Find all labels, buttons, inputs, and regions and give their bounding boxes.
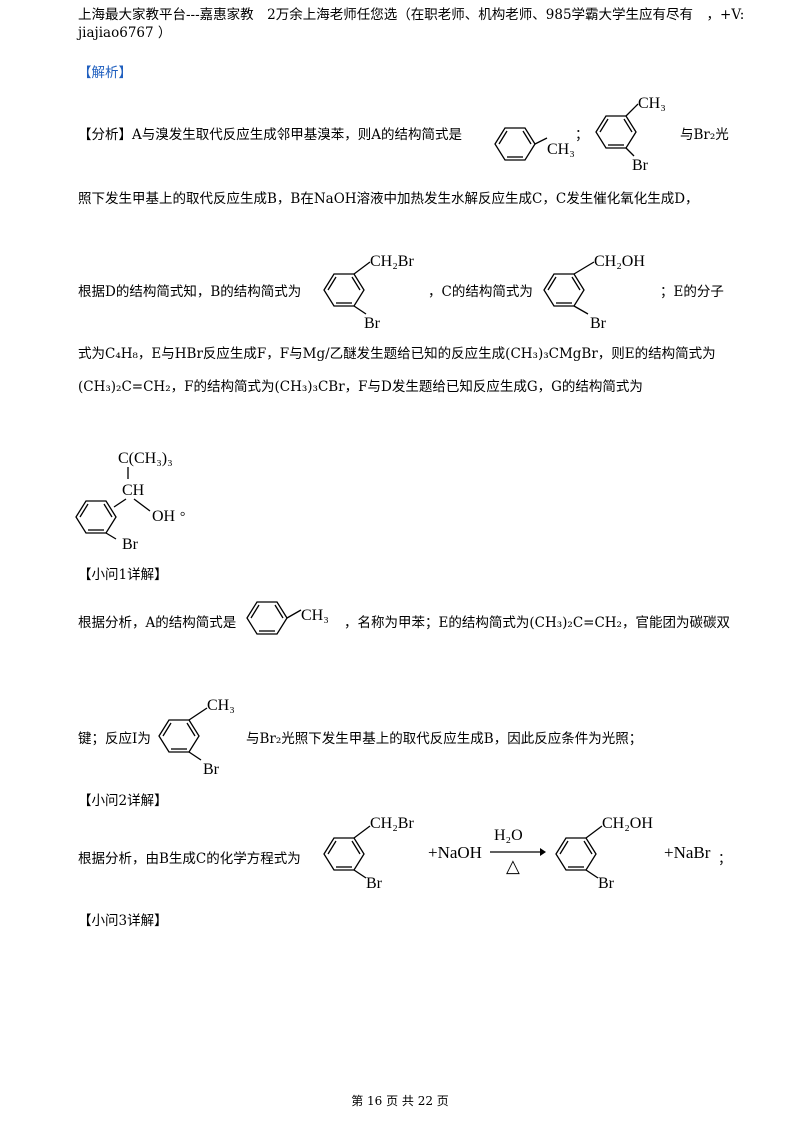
br-label: Br	[590, 315, 607, 332]
o-bromotoluene-structure-2: CH₃ Br	[158, 697, 235, 778]
page-footer: 第 16 页 共 22 页	[351, 1094, 449, 1108]
header-line-1: 上海最大家教平台---嘉惠家教 2万余上海老师任您选（在职老师、机构老师、985…	[78, 7, 745, 23]
ch2oh-label: CH₂OH	[602, 815, 653, 832]
plus-naoh: +NaOH	[428, 843, 482, 862]
c-structure-ch2oh: CH₂OH Br	[543, 253, 645, 332]
br-label: Br	[598, 875, 615, 892]
plus-nabr: +NaBr	[664, 843, 711, 862]
b-structure-ch2br: CH₂Br Br	[323, 253, 414, 332]
analysis-p6-end: 。	[180, 503, 194, 519]
g-structure: C(CH₃)₃ CH OH Br	[75, 450, 176, 553]
q2-heading: 【小问2详解】	[78, 793, 168, 809]
q1-heading: 【小问1详解】	[78, 567, 168, 583]
c-ch3-3-label: C(CH₃)₃	[118, 450, 173, 467]
o-bromotoluene-structure-1: CH₃ Br	[595, 95, 666, 174]
ch3-label: CH₃	[207, 697, 235, 714]
ch-label: CH	[122, 482, 145, 499]
ch3-label: CH₃	[301, 607, 329, 624]
ch3-label: CH₃	[638, 95, 666, 112]
analysis-p3-b: ，C的结构简式为	[428, 284, 533, 300]
analysis-p3-c: ；E的分子	[660, 284, 724, 300]
oh-label: OH	[152, 508, 176, 525]
section-label: 【解析】	[78, 65, 132, 81]
analysis-p1-b: 与Br₂光	[680, 127, 729, 143]
analysis-p1-sep: ；	[575, 127, 589, 143]
analysis-p5: (CH₃)₂C=CH₂，F的结构简式为(CH₃)₃CBr，F与D发生题给已知反应…	[78, 379, 643, 395]
br-label: Br	[203, 761, 220, 778]
q1-p2-b: 与Br₂光照下发生甲基上的取代反应生成B，因此反应条件为光照；	[246, 731, 643, 747]
q3-heading: 【小问3详解】	[78, 913, 168, 929]
q1-p2-a: 键；反应I为	[78, 731, 151, 747]
analysis-p3-a: 根据D的结构简式知，B的结构简式为	[78, 284, 302, 300]
q2-p1-a: 根据分析，由B生成C的化学方程式为	[78, 851, 301, 867]
br-label: Br	[632, 157, 649, 174]
br-label: Br	[366, 875, 383, 892]
arrow-condition-top: H₂O	[494, 827, 523, 844]
q2-end: ；	[718, 851, 732, 867]
analysis-p1-a: 【分析】A与溴发生取代反应生成邻甲基溴苯，则A的结构简式是	[78, 127, 462, 143]
header-line-2: jiajiao6767 ）	[78, 25, 172, 41]
analysis-p4: 式为C₄H₈，E与HBr反应生成F，F与Mg/乙醚发生题给已知的反应生成(CH₃…	[78, 346, 716, 362]
br-label: Br	[364, 315, 381, 332]
equation-b-structure: CH₂Br Br	[323, 815, 414, 892]
ch2oh-label: CH₂OH	[594, 253, 645, 270]
equation-c-structure: CH₂OH Br	[555, 815, 653, 892]
toluene-structure-2: CH₃	[246, 601, 329, 635]
br-label: Br	[122, 536, 139, 553]
reaction-arrow	[490, 848, 546, 856]
q1-p1-a: 根据分析，A的结构简式是	[78, 615, 237, 631]
ch3-label: CH₃	[547, 141, 575, 158]
arrow-condition-bottom: △	[506, 856, 520, 877]
analysis-p2: 照下发生甲基上的取代反应生成B，B在NaOH溶液中加热发生水解反应生成C，C发生…	[78, 191, 699, 207]
q1-p1-b: ，名称为甲苯；E的结构简式为(CH₃)₂C=CH₂，官能团为碳碳双	[344, 615, 730, 631]
ch2br-label: CH₂Br	[370, 815, 414, 832]
ch2br-label: CH₂Br	[370, 253, 414, 270]
toluene-structure-1: CH₃	[494, 127, 575, 161]
